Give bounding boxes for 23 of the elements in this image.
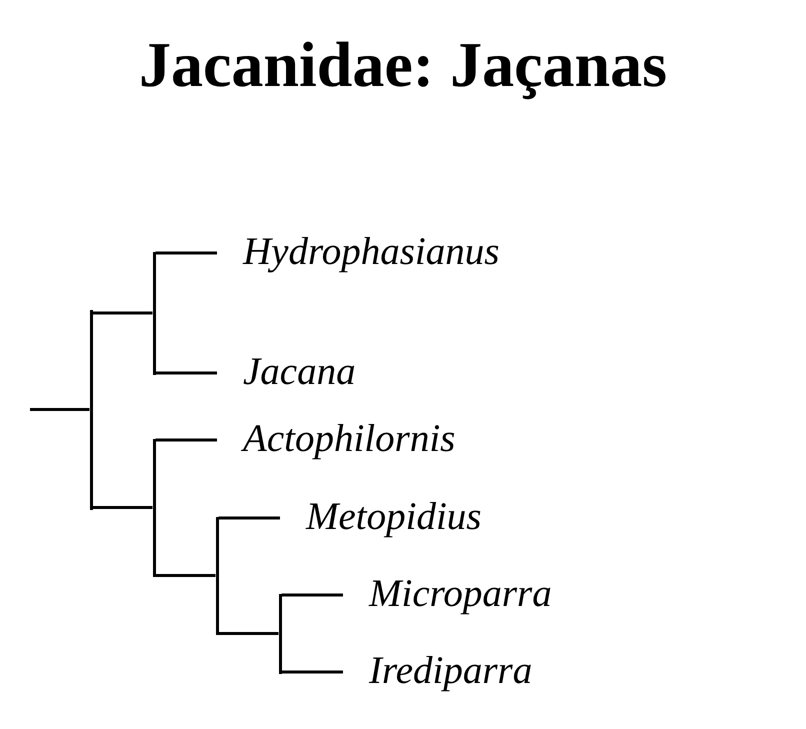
branch-line [156, 372, 217, 374]
branch-line [218, 516, 280, 520]
clade-bar [278, 594, 282, 674]
branch-line [30, 408, 90, 411]
branch-line [218, 632, 278, 635]
branch-line [282, 594, 343, 596]
genus-name: Microparra [369, 572, 552, 616]
clade-bar [152, 438, 156, 576]
branch-line [282, 670, 343, 674]
clade-bar [216, 516, 218, 634]
branch-line [156, 574, 216, 577]
genus-name: Actophilornis [243, 417, 456, 461]
genus-name: Jacana [243, 350, 356, 394]
clade-bar [152, 252, 156, 374]
title: Jacanidae: Jaçanas [139, 28, 667, 102]
genus-name: Irediparra [369, 649, 532, 693]
branch-line [156, 438, 217, 442]
branch-line [92, 312, 152, 314]
genus-name: Hydrophasianus [243, 230, 500, 274]
clade-bar [90, 310, 92, 510]
branch-line [156, 252, 217, 254]
genus-name: Metopidius [306, 495, 482, 539]
branch-line [92, 506, 152, 509]
